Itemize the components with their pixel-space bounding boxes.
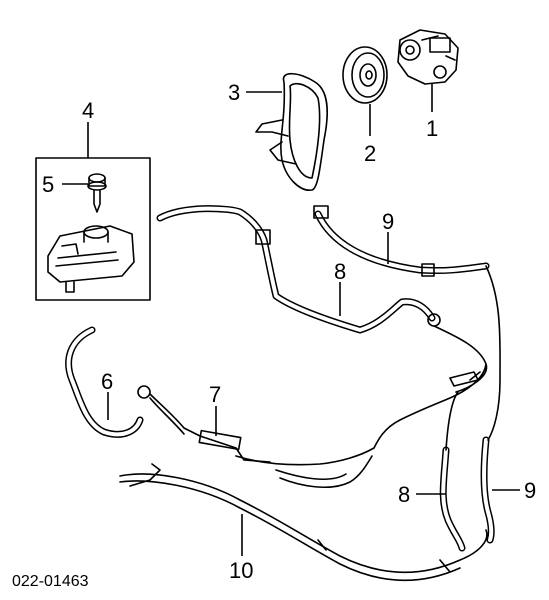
callout-3: 3 [228, 80, 240, 105]
return-pipe-upper [156, 205, 441, 334]
cap-screw-part [87, 173, 107, 213]
pipe-run-middle [235, 325, 488, 466]
callout-1: 1 [426, 116, 438, 141]
callout-5: 5 [42, 172, 54, 197]
pulley-part [342, 46, 388, 104]
reservoir-group-box [35, 157, 151, 301]
pump-part [397, 29, 459, 85]
callout-2: 2 [364, 141, 376, 166]
callout-8-upper: 8 [334, 259, 346, 284]
pressure-hose-lower [480, 436, 495, 544]
callout-10: 10 [229, 558, 253, 583]
callout-6: 6 [101, 369, 113, 394]
callout-9-upper: 9 [382, 209, 394, 234]
left-hose-part [65, 326, 144, 438]
cooler-loop-part [119, 455, 488, 582]
leader-lines [62, 84, 520, 556]
callout-4: 4 [82, 98, 94, 123]
damper-line-part [137, 385, 271, 463]
callout-8-lower: 8 [398, 482, 410, 507]
belt-part [255, 72, 329, 191]
callout-9-lower: 9 [524, 478, 536, 503]
return-hose-lower [439, 446, 466, 552]
reservoir-part [47, 225, 135, 293]
diagram-code: 022-01463 [12, 573, 89, 590]
pressure-hose-upper [313, 205, 490, 277]
callout-7: 7 [209, 382, 221, 407]
